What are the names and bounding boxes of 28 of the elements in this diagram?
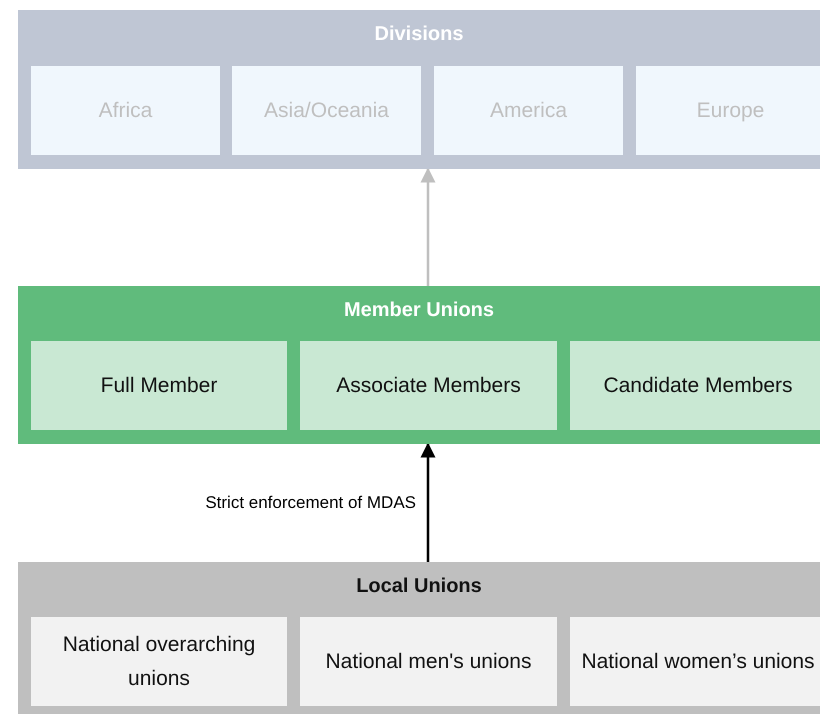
- category-box: [232, 66, 421, 155]
- category-label: Full Member: [100, 372, 218, 399]
- category-label: Europe: [696, 98, 764, 124]
- category-box: [300, 341, 557, 430]
- category-label: National women’s unions: [581, 648, 815, 675]
- category-box: [300, 617, 557, 706]
- category-label: America: [490, 98, 568, 124]
- arrow: [420, 442, 436, 562]
- category-box: [31, 617, 287, 706]
- category-label: Africa: [98, 98, 152, 124]
- category-box: [31, 341, 287, 430]
- category-label: Candidate Members: [603, 372, 793, 399]
- group-heading: Member Unions: [342, 299, 496, 322]
- category-box: [570, 341, 820, 430]
- group-heading: Local Unions: [355, 575, 483, 598]
- category-label: Associate Members: [336, 372, 521, 399]
- category-box: [570, 617, 820, 706]
- category-box: [31, 66, 220, 155]
- group-panel: [18, 286, 820, 444]
- group-panel: [18, 10, 820, 169]
- category-label: National men's unions: [326, 648, 532, 675]
- group-panel: [18, 562, 820, 714]
- category-label: National overarching unions: [62, 632, 256, 692]
- group-heading: Divisions: [374, 23, 464, 46]
- arrow: [420, 168, 436, 286]
- category-box: [636, 66, 820, 155]
- category-box: [434, 66, 623, 155]
- category-label: Asia/Oceania: [264, 98, 389, 124]
